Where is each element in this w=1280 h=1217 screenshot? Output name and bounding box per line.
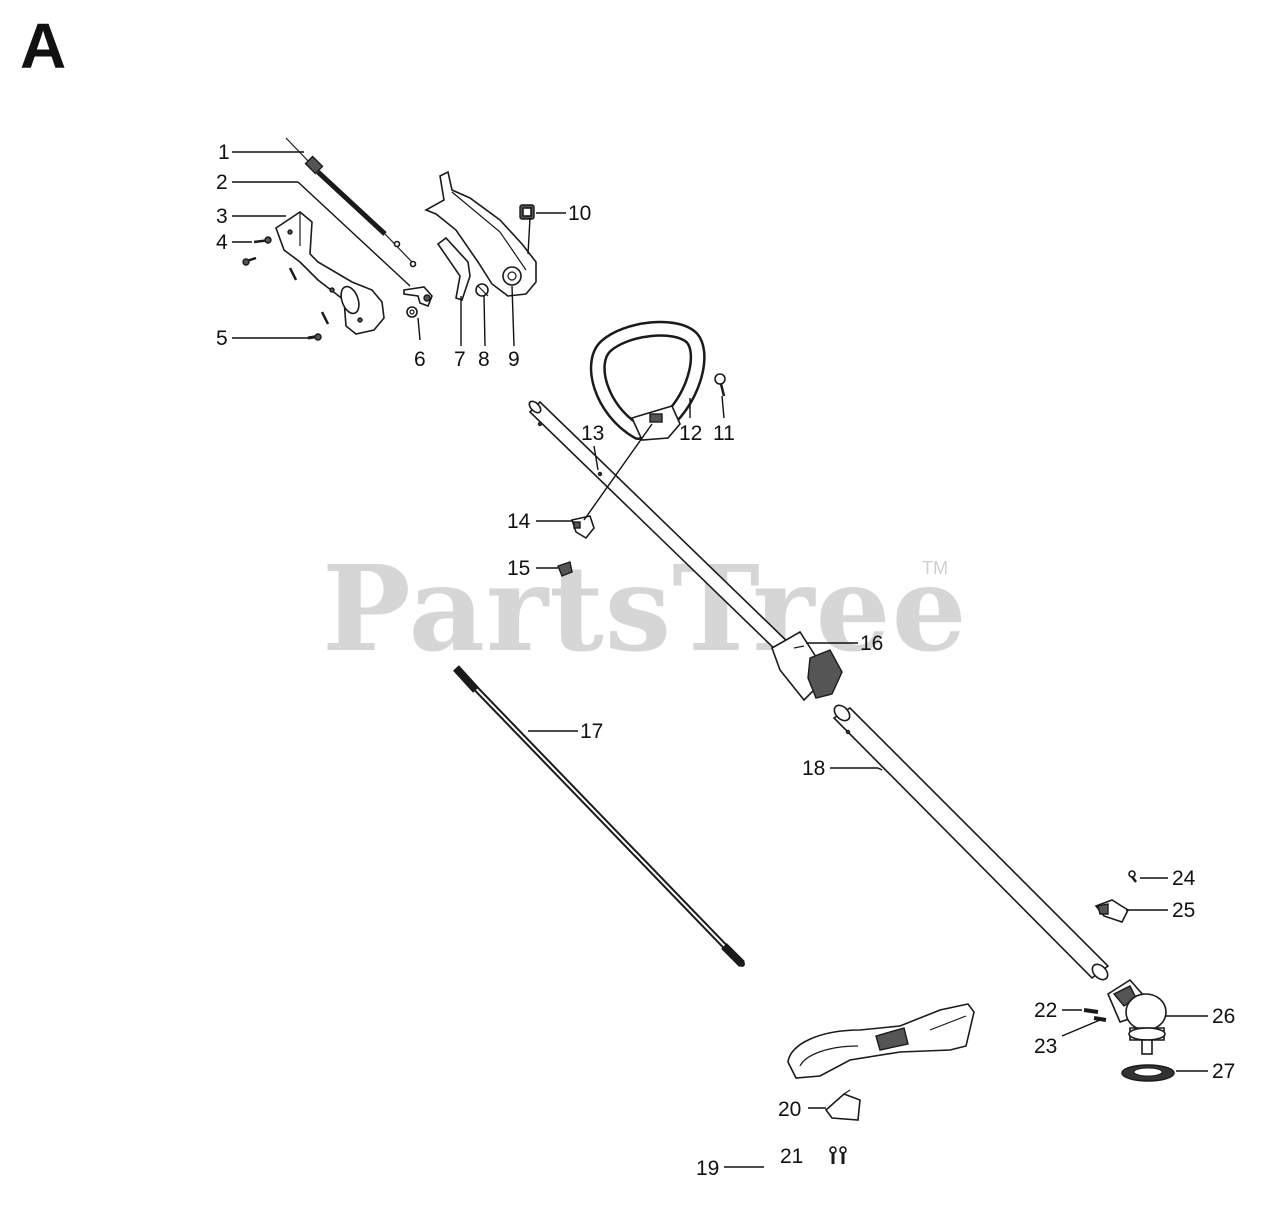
callout-4: 4 — [216, 231, 228, 254]
part-loop-handle — [589, 320, 706, 441]
callout-21: 21 — [780, 1145, 803, 1168]
callout-20: 20 — [778, 1098, 801, 1121]
leader-lines — [232, 151, 1208, 1168]
callout-1: 1 — [218, 141, 230, 164]
watermark-text: PartsTree — [322, 539, 968, 678]
part-screws-22-23 — [1083, 1008, 1107, 1022]
part-trigger-lever — [403, 286, 433, 308]
callout-18: 18 — [802, 757, 825, 780]
callout-24: 24 — [1172, 867, 1196, 890]
callout-19: 19 — [696, 1157, 719, 1180]
part-lockout-lever — [436, 236, 471, 302]
part-stop-switch — [519, 204, 535, 220]
callout-7: 7 — [454, 348, 466, 371]
callout-numbers: 1 2 3 4 5 6 7 8 9 10 11 12 13 14 15 16 1… — [216, 141, 1235, 1180]
callout-3: 3 — [216, 205, 228, 228]
part-handle-shell — [275, 211, 385, 335]
watermark: PartsTree TM — [322, 539, 968, 678]
callout-17: 17 — [580, 720, 603, 743]
part-lower-shaft — [832, 704, 1110, 981]
watermark-trademark: TM — [922, 558, 948, 578]
callout-16: 16 — [860, 632, 883, 655]
callout-5: 5 — [216, 327, 228, 350]
callout-8: 8 — [478, 348, 490, 371]
callout-2: 2 — [216, 171, 228, 194]
part-line-cutter — [824, 1089, 861, 1121]
callout-27: 27 — [1212, 1060, 1235, 1083]
part-drive-shaft — [453, 665, 745, 967]
part-rear-handle — [424, 170, 537, 297]
callout-26: 26 — [1212, 1005, 1235, 1028]
part-spring-8 — [475, 283, 489, 297]
callout-9: 9 — [508, 348, 520, 371]
part-washer — [1121, 1064, 1175, 1082]
callout-10: 10 — [568, 202, 591, 225]
part-screws-4 — [242, 236, 330, 325]
callout-23: 23 — [1034, 1035, 1057, 1058]
callout-11: 11 — [713, 422, 735, 445]
part-throttle-cable — [285, 137, 417, 268]
section-letter: A — [20, 10, 66, 82]
callout-22: 22 — [1034, 999, 1057, 1022]
part-screws-21 — [829, 1146, 847, 1164]
part-screw-5 — [307, 333, 322, 341]
part-clip-15 — [557, 561, 573, 577]
callout-6: 6 — [414, 348, 426, 371]
callout-14: 14 — [507, 510, 531, 533]
callout-12: 12 — [679, 422, 702, 445]
part-screw-24 — [1128, 870, 1137, 883]
callout-25: 25 — [1172, 899, 1195, 922]
part-bracket-25 — [1094, 899, 1130, 923]
part-coupling-upper — [771, 630, 843, 702]
part-spring-6 — [406, 306, 418, 318]
part-trimmer-guard — [787, 1003, 975, 1079]
part-clamp-14 — [570, 515, 595, 540]
callout-13: 13 — [581, 422, 604, 445]
callout-15: 15 — [507, 557, 530, 580]
part-knob-11 — [714, 373, 726, 397]
part-gear-head — [1106, 978, 1167, 1055]
